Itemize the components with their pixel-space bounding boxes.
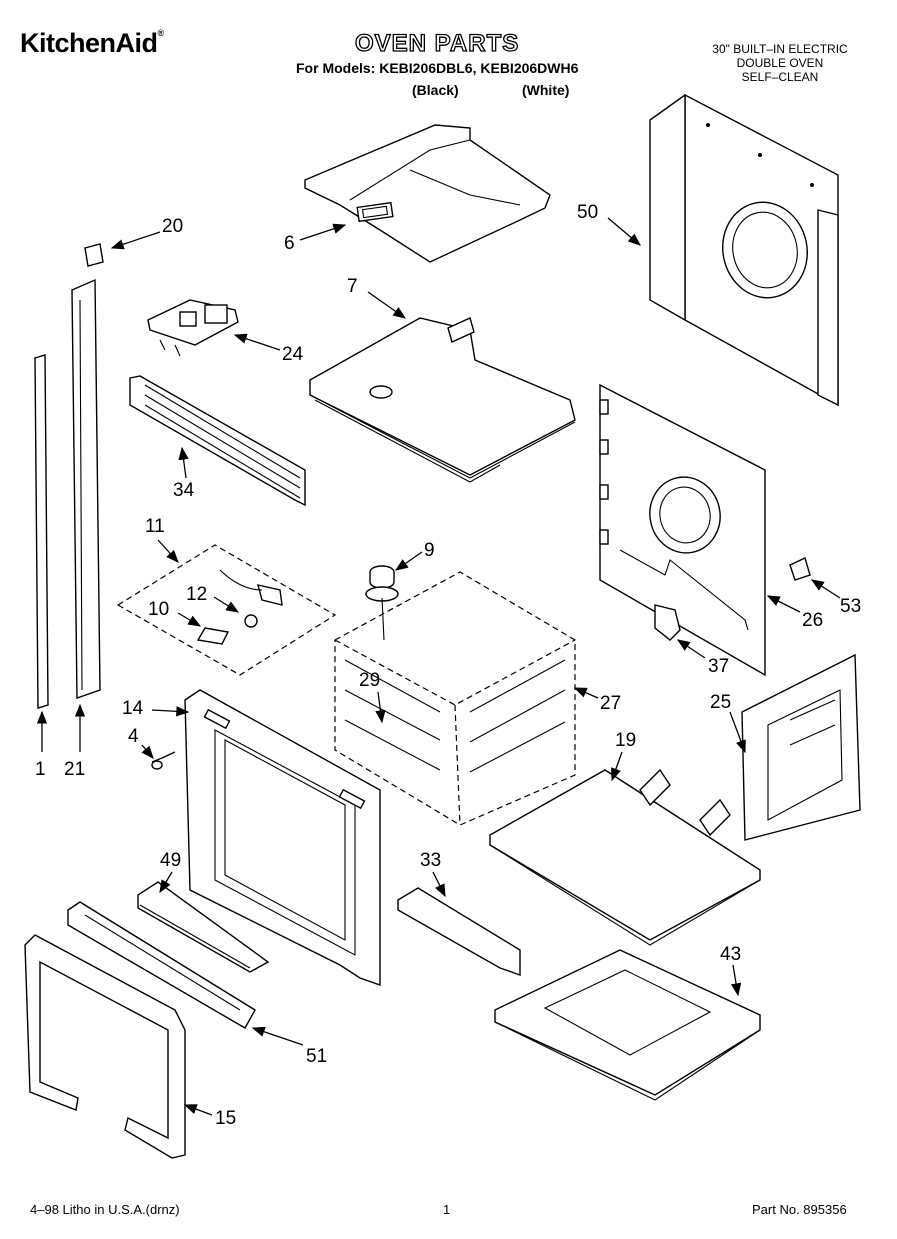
part-6-vent-duct — [304, 124, 551, 263]
label-26: 26 — [802, 610, 823, 631]
footer-page-number: 1 — [443, 1202, 451, 1217]
part-33-trim — [397, 887, 521, 976]
label-14: 14 — [122, 698, 144, 719]
footer-litho: 4–98 Litho in U.S.A.(drnz) — [30, 1202, 180, 1217]
part-20-cap — [84, 243, 104, 267]
part-43-bottom-tray — [494, 949, 761, 1101]
label-10: 10 — [148, 599, 169, 620]
part-21-side-trim — [71, 278, 101, 699]
variant-black: (Black) — [412, 82, 459, 98]
label-15: 15 — [215, 1108, 236, 1129]
part-50-rear-panel — [649, 93, 839, 407]
label-50: 50 — [577, 202, 598, 223]
label-24: 24 — [282, 344, 304, 365]
label-29: 29 — [359, 670, 380, 691]
label-25: 25 — [710, 692, 731, 713]
part-1-side-trim — [34, 354, 49, 709]
label-20: 20 — [162, 216, 183, 237]
part-53-clip — [789, 557, 811, 581]
description-line-2: DOUBLE OVEN — [736, 56, 824, 70]
part-14-door-frame — [184, 689, 381, 986]
label-34: 34 — [173, 480, 195, 501]
part-34-vent-grille — [129, 375, 306, 507]
leader-lines — [36, 217, 841, 1116]
label-21: 21 — [64, 759, 85, 780]
label-51: 51 — [306, 1046, 327, 1067]
part-9-thermostat — [365, 565, 399, 641]
label-11: 11 — [145, 516, 165, 537]
label-53: 53 — [840, 596, 861, 617]
label-1: 1 — [35, 759, 46, 780]
part-15-gasket — [24, 934, 186, 1159]
label-37: 37 — [708, 656, 729, 677]
footer-part-number: Part No. 895356 — [752, 1202, 847, 1217]
label-27: 27 — [600, 693, 621, 714]
part-labels: 20 6 50 7 24 34 11 9 12 10 53 26 37 29 2… — [35, 202, 861, 1129]
part-26-side-panel — [599, 383, 766, 677]
models-line: For Models: KEBI206DBL6, KEBI206DWH6 — [296, 60, 579, 76]
label-33: 33 — [420, 850, 441, 871]
label-7: 7 — [347, 276, 358, 297]
description-line-3: SELF–CLEAN — [741, 70, 819, 84]
label-12: 12 — [186, 584, 207, 605]
part-25-side-panel — [741, 653, 861, 841]
part-7-top-cover — [309, 317, 576, 483]
variant-white: (White) — [522, 82, 570, 98]
label-6: 6 — [284, 233, 295, 254]
part-49-trim — [137, 881, 270, 973]
part-51-handle — [67, 901, 256, 1029]
kitchenaid-logo: KitchenAid® — [20, 28, 164, 59]
description-line-1: 30" BUILT–IN ELECTRIC — [712, 42, 848, 56]
label-4: 4 — [128, 726, 139, 747]
part-4-screw — [151, 751, 176, 770]
label-49: 49 — [160, 850, 181, 871]
part-27-oven-cavity — [334, 571, 576, 826]
part-11-kit-group — [116, 544, 337, 676]
part-19-bottom-panel — [489, 768, 761, 946]
part-24-switch-bracket — [147, 299, 239, 357]
page-title: OVEN PARTS — [354, 29, 520, 57]
brand-mark: ® — [157, 28, 165, 38]
label-9: 9 — [424, 540, 435, 561]
part-37-sensor — [654, 604, 681, 641]
brand-name: KitchenAid — [20, 28, 158, 58]
label-19: 19 — [615, 730, 636, 751]
label-43: 43 — [720, 944, 741, 965]
